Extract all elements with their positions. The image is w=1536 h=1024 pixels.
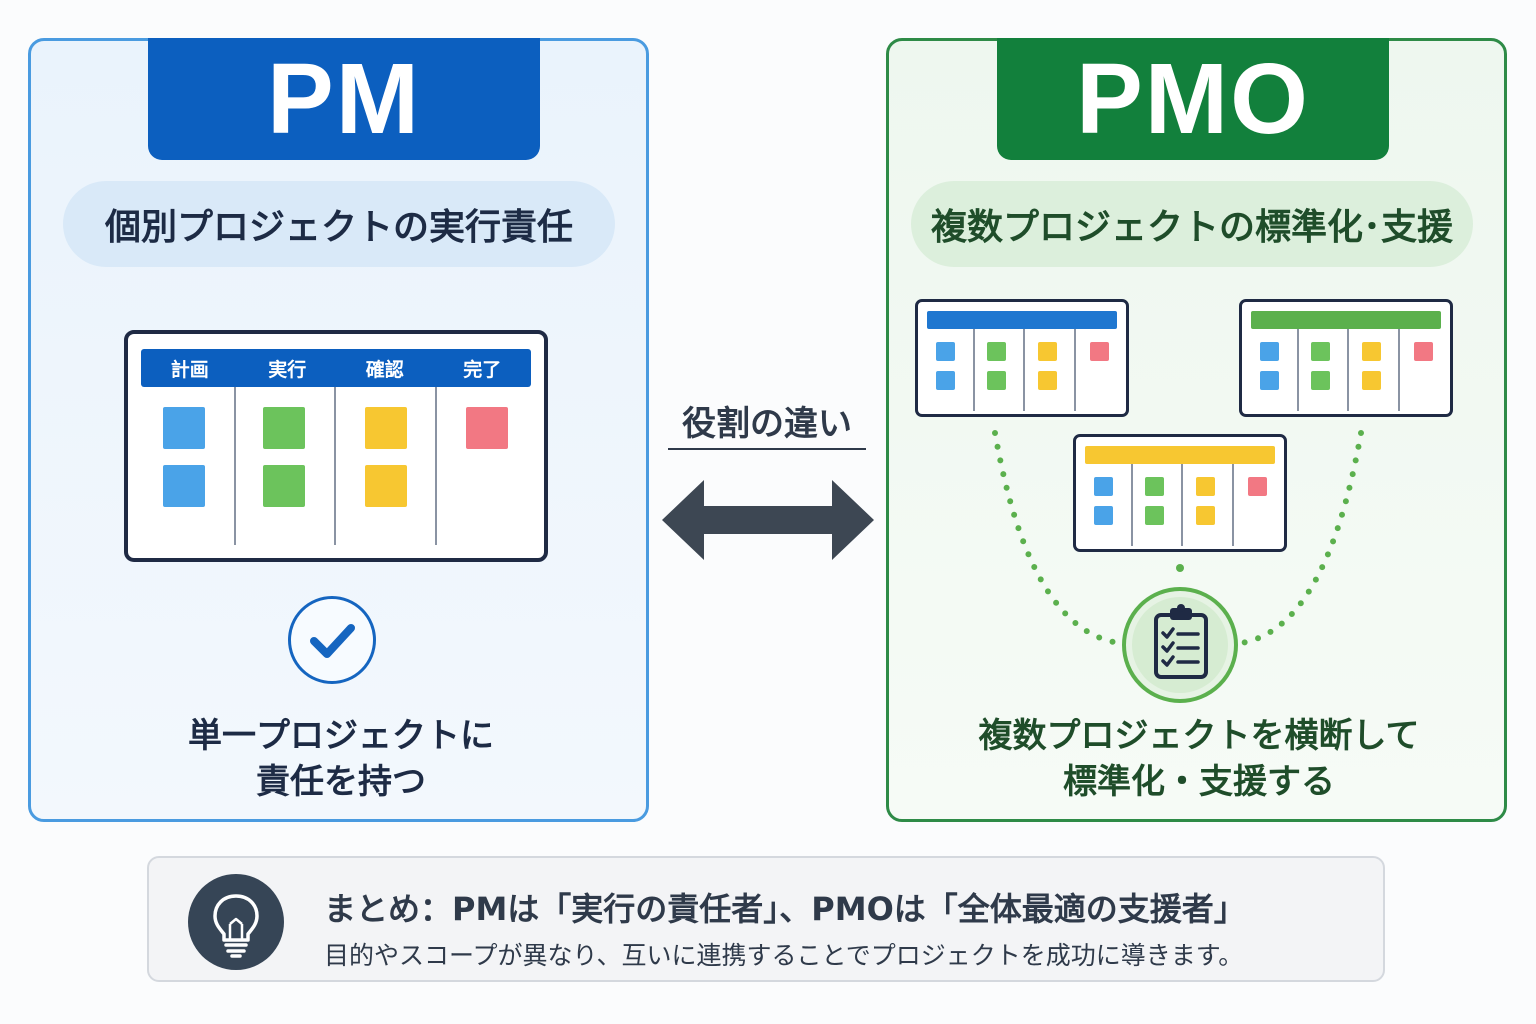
kanban-column-done: 完了 — [463, 358, 502, 381]
pmo-title: PMO — [997, 38, 1389, 160]
task-card — [1196, 506, 1215, 525]
project-board-blue — [915, 299, 1129, 417]
task-card — [263, 465, 305, 507]
role-difference-label: 役割の違い — [682, 404, 852, 444]
board-header-bar — [1085, 446, 1275, 464]
board-header-bar — [927, 311, 1117, 329]
task-card — [163, 465, 205, 507]
task-card — [1414, 342, 1433, 361]
check-circle-icon — [288, 596, 376, 684]
pm-subtitle: 個別プロジェクトの実行責任 — [63, 181, 615, 267]
board-divider — [1398, 329, 1400, 411]
task-card — [1311, 371, 1330, 390]
task-card — [1094, 506, 1113, 525]
pm-caption-line1: 単一プロジェクトに — [188, 716, 494, 756]
task-card — [466, 407, 508, 449]
task-card — [1145, 477, 1164, 496]
pmo-caption: 複数プロジェクトを横断して 標準化・支援する — [899, 713, 1499, 805]
project-board-green — [1239, 299, 1453, 417]
role-difference-underline — [668, 448, 866, 450]
pmo-caption-line1: 複数プロジェクトを横断して — [978, 716, 1420, 756]
task-card — [1362, 342, 1381, 361]
task-card — [1145, 506, 1164, 525]
task-card — [1038, 371, 1057, 390]
kanban-column-execute: 実行 — [268, 358, 307, 381]
kanban-header: 計画 実行 確認 完了 — [141, 349, 531, 387]
board-divider — [973, 329, 975, 411]
task-card — [1311, 342, 1330, 361]
kanban-column-plan: 計画 — [170, 358, 209, 381]
task-card — [365, 465, 407, 507]
pmo-subtitle: 複数プロジェクトの標準化･支援 — [911, 181, 1473, 267]
pm-panel: PM 個別プロジェクトの実行責任 計画 実行 確認 完了 単一プロジェクトに 責… — [28, 38, 649, 822]
summary-box: まとめ：PMは「実行の責任者」、PMOは「全体最適の支援者」 目的やスコープが異… — [147, 856, 1385, 982]
task-card — [1038, 342, 1057, 361]
board-divider — [1232, 464, 1234, 546]
board-divider — [1023, 329, 1025, 411]
task-card — [1196, 477, 1215, 496]
pm-caption-line2: 責任を持つ — [256, 762, 426, 802]
project-board-yellow — [1073, 434, 1287, 552]
task-card — [1362, 371, 1381, 390]
pm-caption: 単一プロジェクトに 責任を持つ — [91, 713, 591, 805]
task-card — [1248, 477, 1267, 496]
lightbulb-icon — [188, 874, 284, 970]
pm-title: PM — [148, 38, 540, 160]
task-card — [987, 342, 1006, 361]
task-card — [936, 371, 955, 390]
board-divider — [1074, 329, 1076, 411]
kanban-column-check: 確認 — [365, 358, 404, 381]
board-divider — [1297, 329, 1299, 411]
kanban-divider — [435, 387, 437, 545]
task-card — [163, 407, 205, 449]
kanban-board: 計画 実行 確認 完了 — [124, 330, 548, 562]
board-divider — [1131, 464, 1133, 546]
task-card — [1260, 371, 1279, 390]
board-divider — [1347, 329, 1349, 411]
task-card — [1090, 342, 1109, 361]
task-card — [365, 407, 407, 449]
task-card — [263, 407, 305, 449]
summary-text: 目的やスコープが異なり、互いに連携することでプロジェクトを成功に導きます。 — [324, 941, 1244, 970]
board-divider — [1181, 464, 1183, 546]
summary-title: まとめ：PMは「実行の責任者」、PMOは「全体最適の支援者」 — [324, 890, 1246, 928]
board-header-bar — [1251, 311, 1441, 329]
kanban-divider — [234, 387, 236, 545]
pmo-panel: PMO 複数プロジェクトの標準化･支援 — [886, 38, 1507, 822]
task-card — [1094, 477, 1113, 496]
clipboard-checklist-icon — [1122, 587, 1238, 703]
task-card — [936, 342, 955, 361]
task-card — [987, 371, 1006, 390]
connection-dots — [992, 430, 1364, 646]
kanban-divider — [334, 387, 336, 545]
double-arrow-icon — [662, 480, 874, 560]
pmo-caption-line2: 標準化・支援する — [1063, 762, 1335, 802]
task-card — [1260, 342, 1279, 361]
